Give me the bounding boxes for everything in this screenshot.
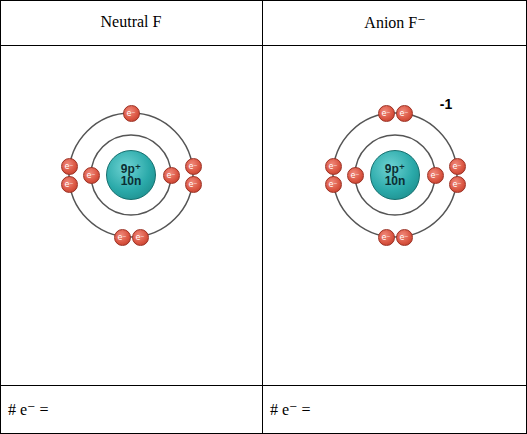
table-cell: # e⁻ =	[8, 400, 49, 419]
electron-circle: e⁻	[396, 229, 413, 246]
nucleus-label: 10n	[385, 175, 406, 187]
electron-circle: e⁻	[163, 167, 180, 184]
nucleus-circle: 9p⁺10n	[370, 150, 420, 200]
electron-label: e⁻	[86, 171, 95, 180]
electron-circle: e⁻	[61, 176, 78, 193]
electron-circle: e⁻	[61, 158, 78, 175]
electron-circle: e⁻	[185, 158, 202, 175]
electron-label: e⁻	[399, 233, 408, 242]
outer-shell	[69, 113, 193, 237]
electron-circle: e⁻	[123, 105, 140, 122]
electron-circle: e⁻	[132, 229, 149, 246]
electron-circle: e⁻	[396, 105, 413, 122]
row-rule	[0, 45, 527, 46]
row-rule	[0, 385, 527, 386]
electron-circle: e⁻	[185, 176, 202, 193]
electron-circle: e⁻	[83, 167, 100, 184]
electron-circle: e⁻	[427, 167, 444, 184]
electron-label: e⁻	[328, 162, 337, 171]
nucleus-label: 10n	[121, 175, 142, 187]
column-rule	[262, 0, 263, 434]
column-heading: Neutral F	[101, 13, 162, 31]
electron-label: e⁻	[64, 162, 73, 171]
electron-circle: e⁻	[378, 105, 395, 122]
electron-label: e⁻	[452, 162, 461, 171]
electron-label: e⁻	[135, 233, 144, 242]
nucleus-label: 9p⁺	[385, 163, 405, 175]
electron-label: e⁻	[188, 162, 197, 171]
inner-shell	[355, 135, 435, 215]
electron-label: e⁻	[452, 180, 461, 189]
column-heading: Anion F⁻	[364, 13, 425, 32]
inner-shell	[91, 135, 171, 215]
table-cell: # e⁻ =	[270, 400, 311, 419]
electron-label: e⁻	[328, 180, 337, 189]
outer-shell	[333, 113, 457, 237]
electron-circle: e⁻	[114, 229, 131, 246]
electron-circle: e⁻	[347, 167, 364, 184]
electron-label: e⁻	[350, 171, 359, 180]
nucleus-circle: 9p⁺10n	[106, 150, 156, 200]
charge-label: -1	[440, 96, 452, 112]
electron-label: e⁻	[166, 171, 175, 180]
electron-label: e⁻	[399, 109, 408, 118]
electron-circle: e⁻	[378, 229, 395, 246]
electron-shells	[69, 113, 457, 237]
electron-label: e⁻	[381, 233, 390, 242]
electron-circle: e⁻	[325, 176, 342, 193]
electron-label: e⁻	[188, 180, 197, 189]
electron-label: e⁻	[430, 171, 439, 180]
electron-label: e⁻	[126, 109, 135, 118]
electron-circle: e⁻	[449, 158, 466, 175]
electron-circle: e⁻	[325, 158, 342, 175]
electron-circle: e⁻	[449, 176, 466, 193]
electron-label: e⁻	[381, 109, 390, 118]
electron-label: e⁻	[117, 233, 126, 242]
nucleus-label: 9p⁺	[121, 163, 141, 175]
electron-label: e⁻	[64, 180, 73, 189]
